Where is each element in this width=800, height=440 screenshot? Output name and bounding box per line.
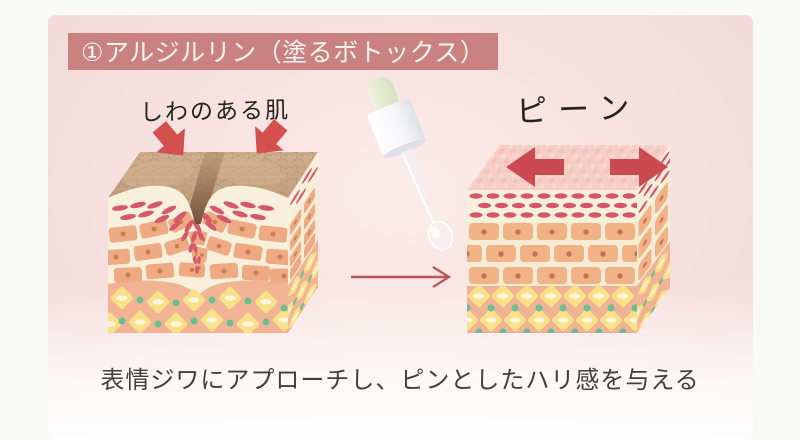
stretch-arrow-left-icon [506, 147, 564, 187]
side-fibers [290, 166, 318, 206]
smooth-cube-front-face [467, 190, 637, 333]
smooth-skin-illustration [467, 145, 670, 333]
broken-fibers [112, 201, 274, 274]
collagen-network [108, 285, 288, 333]
transform-arrow-icon [351, 265, 452, 289]
stretch-arrow-right-icon [610, 147, 668, 187]
corneocyte-ovals [469, 193, 637, 218]
wrinkled-cube-side-face [288, 152, 318, 333]
side-cells [290, 188, 315, 280]
wrinkled-cube-front-face [108, 185, 288, 333]
side-cells [638, 182, 668, 280]
collagen-network [467, 283, 637, 333]
smooth-cube-top-face [467, 145, 670, 190]
side-collagen [288, 243, 318, 333]
wrinkle-crease [187, 152, 225, 226]
effect-caption: 表情ジワにアプローチし、ピンとしたハリ感を与える [100, 367, 700, 394]
wrinkled-cube-top-face [108, 152, 318, 226]
side-collagen [637, 245, 670, 333]
orderly-cells [467, 223, 637, 284]
wrinkled-skin-illustration [108, 112, 318, 333]
stretch-arrows [506, 147, 668, 187]
taut-skin-label: ピーン [515, 89, 642, 130]
smooth-cube-side-face [637, 145, 670, 333]
dropper-cap [367, 98, 425, 156]
title-banner: ①アルジルリン（塗るボトックス） [68, 33, 499, 70]
serum-dropper-icon [367, 76, 454, 251]
dropper-bulb [367, 76, 399, 113]
